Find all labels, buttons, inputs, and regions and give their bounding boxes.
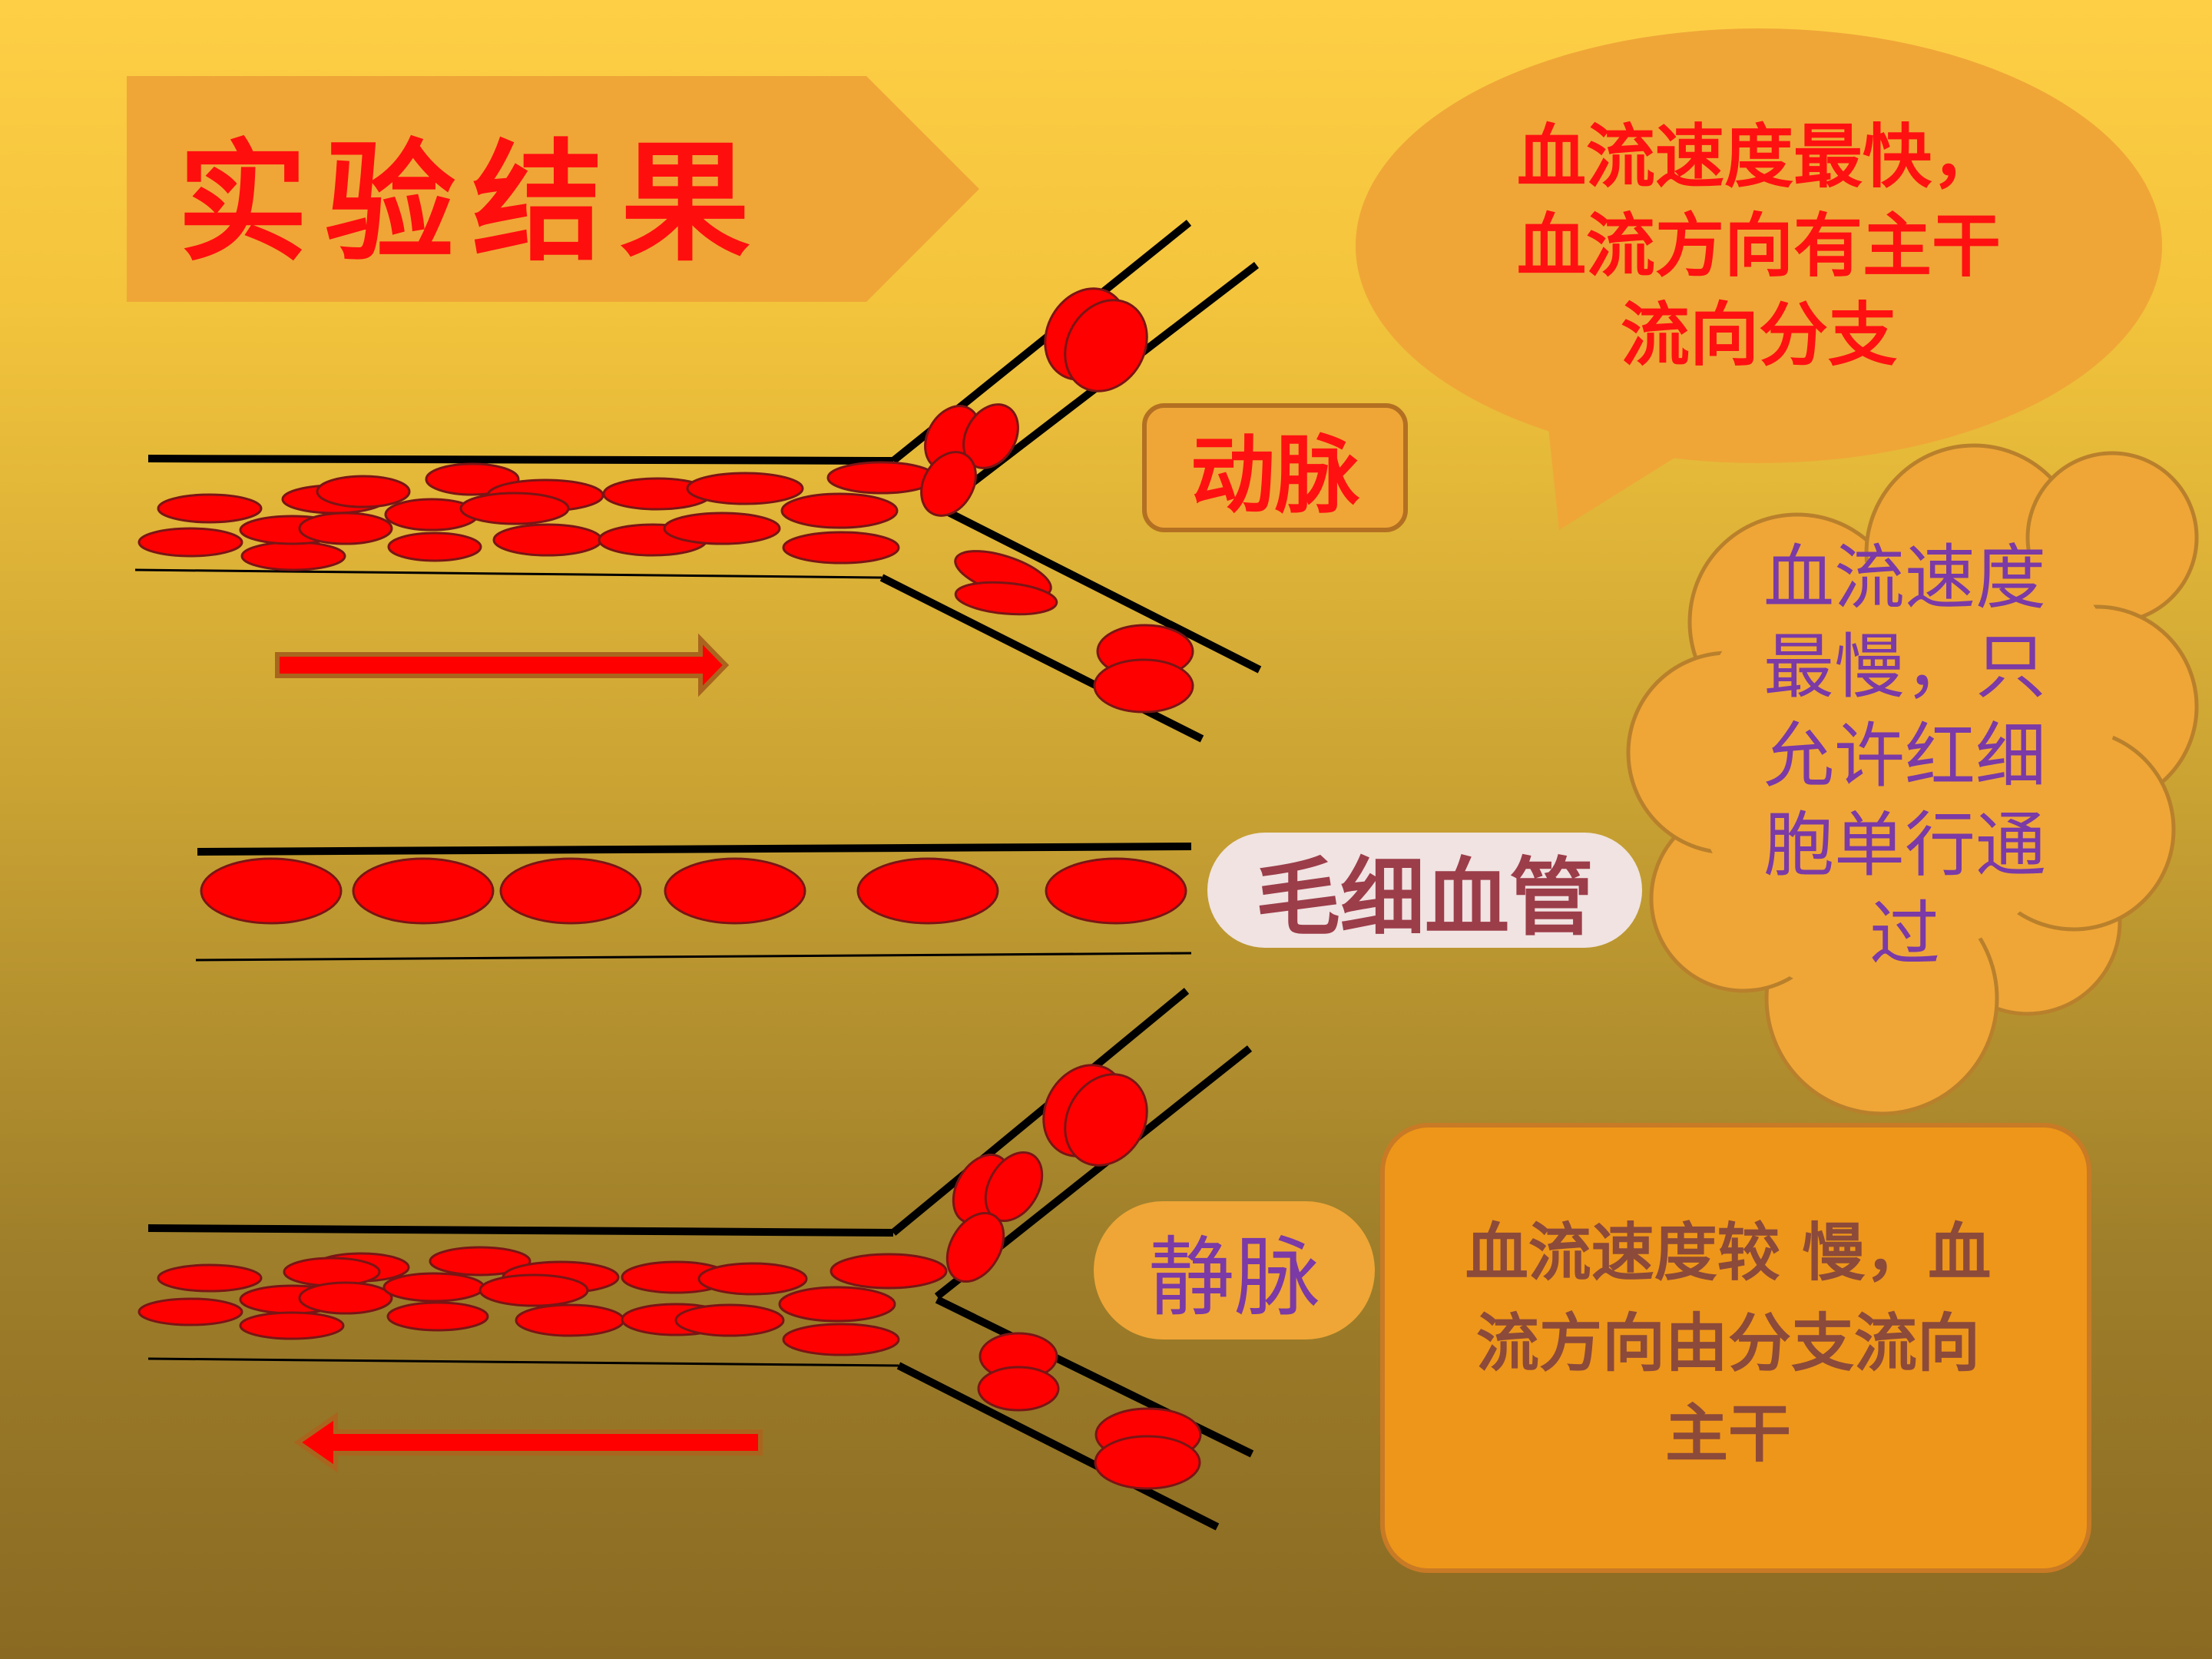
right-arrow-icon	[275, 633, 730, 697]
speech-bubble	[1356, 28, 2162, 530]
vein-note-line: 主干	[1664, 1398, 1791, 1471]
artery-label-box	[1142, 403, 1408, 532]
capillary-label: 毛细血管	[1256, 848, 1594, 947]
artery-diagram	[134, 220, 1262, 743]
vein-note: 血流速度较 慢，血 流方向由分支流向 主干	[1406, 1206, 2051, 1482]
left-arrow-icon	[293, 1412, 763, 1473]
capillary-note: 血流速度 最慢，只 允许红细 胞单行通 过	[1697, 530, 2112, 983]
vein-label-box	[1094, 1201, 1375, 1339]
artery-note: 血流速度最快， 血流方向有主干 流向分支	[1413, 108, 2104, 384]
vein-diagram	[137, 988, 1254, 1531]
capillary-note-line: 允许红细	[1763, 715, 2046, 797]
capillary-note-line: 胞单行通	[1763, 804, 2046, 886]
vein-label: 静脉	[1148, 1228, 1320, 1328]
artery-note-line: 血流速度最快，	[1517, 116, 2001, 197]
vein-note-box	[1380, 1123, 2091, 1573]
vein-note-line: 流方向由分支流向	[1475, 1307, 1980, 1380]
cloud-callout	[1626, 443, 2199, 1116]
capillary-label-box	[1207, 833, 1642, 948]
capillary-note-line: 最慢，只	[1763, 626, 2046, 708]
capillary-note-line: 过	[1869, 893, 1940, 975]
artery-note-line: 流向分支	[1621, 294, 1897, 376]
vein-note-line: 血流速度较 慢，血	[1465, 1217, 1992, 1290]
capillary-diagram	[195, 843, 1192, 962]
artery-label: 动脉	[1190, 426, 1359, 525]
page-title: 实验结果	[177, 126, 767, 280]
capillary-note-line: 血流速度	[1763, 537, 2046, 619]
title-banner	[127, 76, 979, 302]
artery-note-line: 血流方向有主干	[1517, 205, 2001, 286]
